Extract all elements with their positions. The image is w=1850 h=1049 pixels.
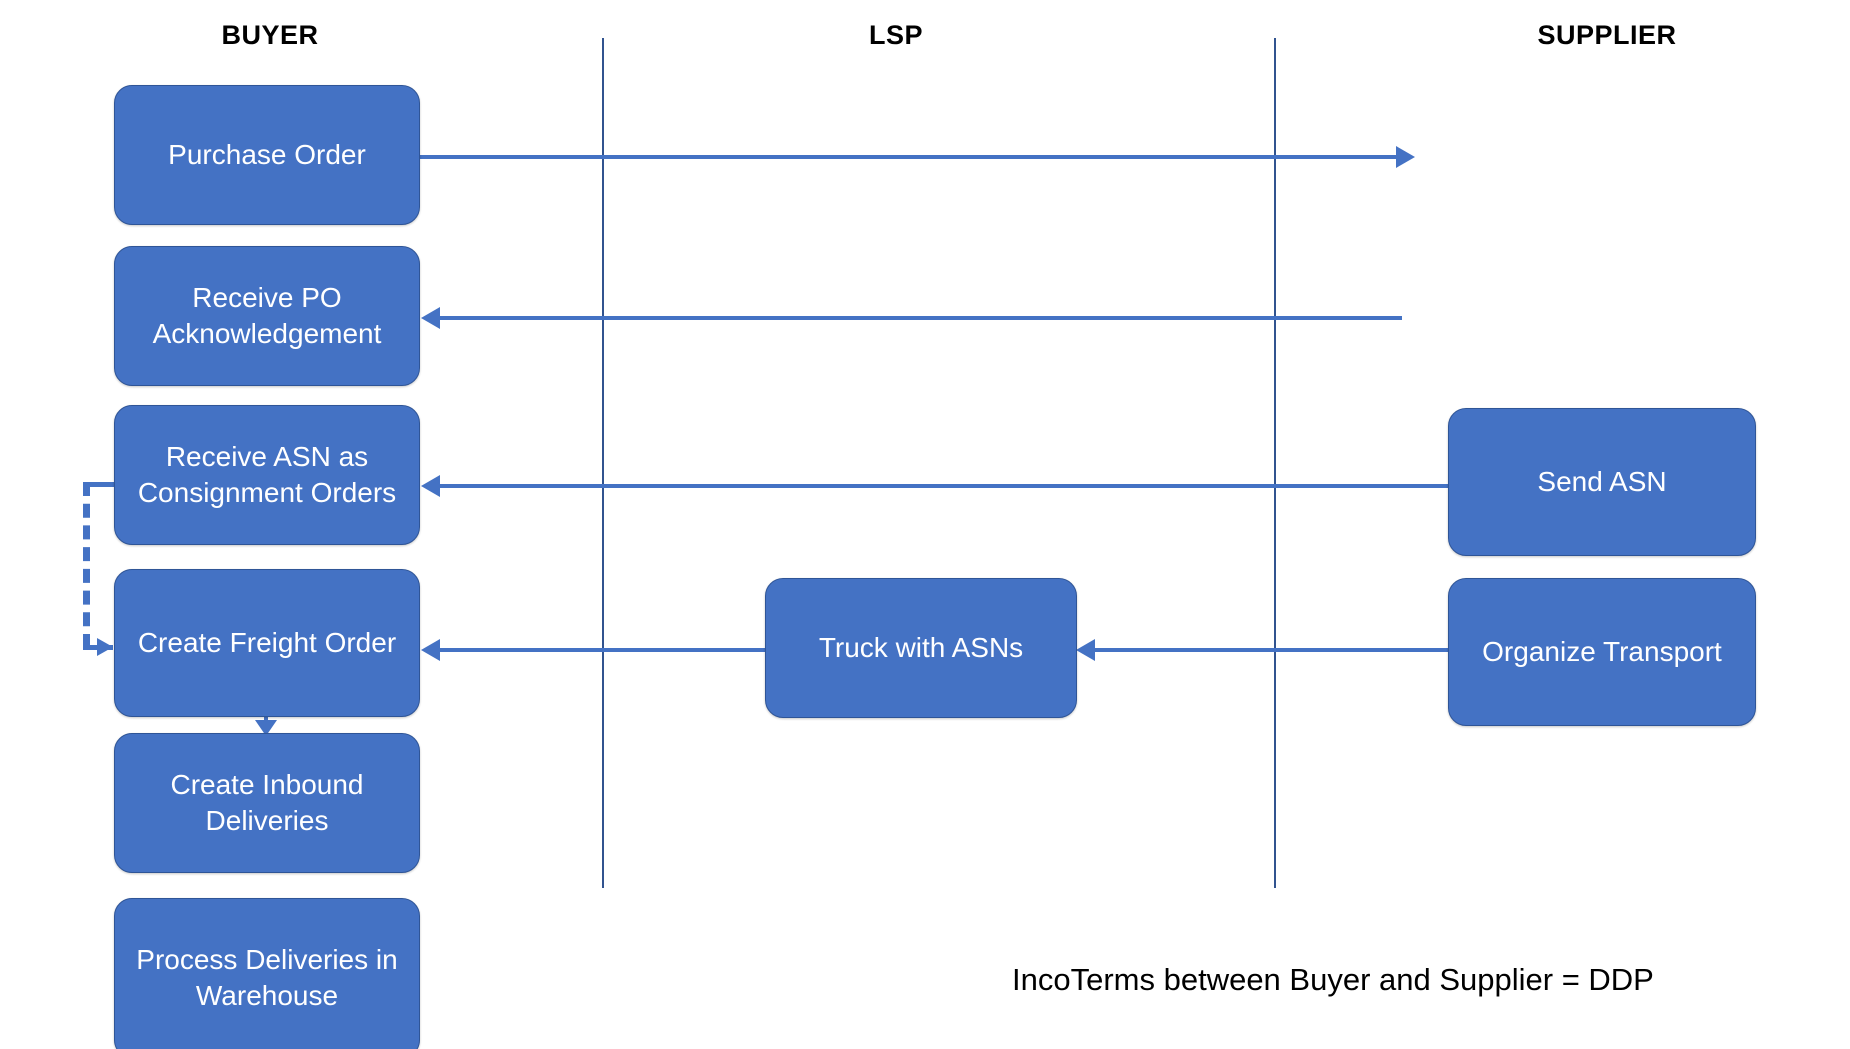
- node-create-freight-order-label: Create Freight Order: [137, 627, 397, 659]
- node-receive-po-acknowledgement-label: Receive PO Acknowledgement: [152, 282, 382, 349]
- lane-divider-lsp-supplier: [1274, 38, 1276, 888]
- node-purchase-order[interactable]: Purchase Order: [114, 85, 420, 225]
- incoterms-caption: IncoTerms between Buyer and Supplier = D…: [1012, 962, 1654, 997]
- node-receive-asn-as-consignment-orders[interactable]: Receive ASN as Consignment Orders: [114, 405, 420, 545]
- node-truck-with-asns-label: Truck with ASNs: [818, 632, 1024, 664]
- node-organize-transport-label: Organize Transport: [1482, 636, 1722, 668]
- lane-header-lsp: LSP: [868, 20, 924, 50]
- node-create-freight-order[interactable]: Create Freight Order: [114, 569, 420, 717]
- connector-dashed-stub-receive-asn: [83, 482, 118, 487]
- node-organize-transport[interactable]: Organize Transport: [1448, 578, 1756, 726]
- arrowhead-organize-transport-to-truck: [1076, 639, 1095, 661]
- node-receive-asn-as-consignment-orders-label: Receive ASN as Consignment Orders: [137, 441, 397, 508]
- node-receive-po-acknowledgement[interactable]: Receive PO Acknowledgement: [114, 246, 420, 386]
- node-process-deliveries-in-warehouse[interactable]: Process Deliveries in Warehouse: [114, 898, 420, 1049]
- lane-header-buyer: BUYER: [221, 20, 319, 50]
- connector-truck-to-create-freight-order: [440, 648, 765, 652]
- arrowhead-freight-order-to-inbound-deliveries: [255, 720, 277, 736]
- arrowhead-supplier-to-receive-po-ack: [421, 307, 440, 329]
- connector-dashed-vertical: [83, 482, 90, 648]
- arrowhead-purchase-order-to-supplier: [1396, 146, 1415, 168]
- connector-supplier-to-receive-po-ack: [440, 316, 1402, 320]
- arrowhead-dashed-to-create-freight-order: [97, 638, 113, 656]
- arrowhead-truck-to-create-freight-order: [421, 639, 440, 661]
- node-purchase-order-label: Purchase Order: [168, 139, 366, 171]
- connector-organize-transport-to-truck: [1095, 648, 1448, 652]
- node-create-inbound-deliveries-label: Create Inbound Deliveries: [170, 769, 364, 836]
- connector-purchase-order-to-supplier: [420, 155, 1403, 159]
- node-create-inbound-deliveries[interactable]: Create Inbound Deliveries: [114, 733, 420, 873]
- node-send-asn-label: Send ASN: [1537, 466, 1667, 498]
- node-truck-with-asns[interactable]: Truck with ASNs: [765, 578, 1077, 718]
- connector-send-asn-to-receive-asn: [440, 484, 1448, 488]
- lane-header-supplier: SUPPLIER: [1537, 20, 1677, 50]
- lane-divider-buyer-lsp: [602, 38, 604, 888]
- node-process-deliveries-in-warehouse-label: Process Deliveries in Warehouse: [136, 944, 398, 1011]
- arrowhead-send-asn-to-receive-asn: [421, 475, 440, 497]
- node-send-asn[interactable]: Send ASN: [1448, 408, 1756, 556]
